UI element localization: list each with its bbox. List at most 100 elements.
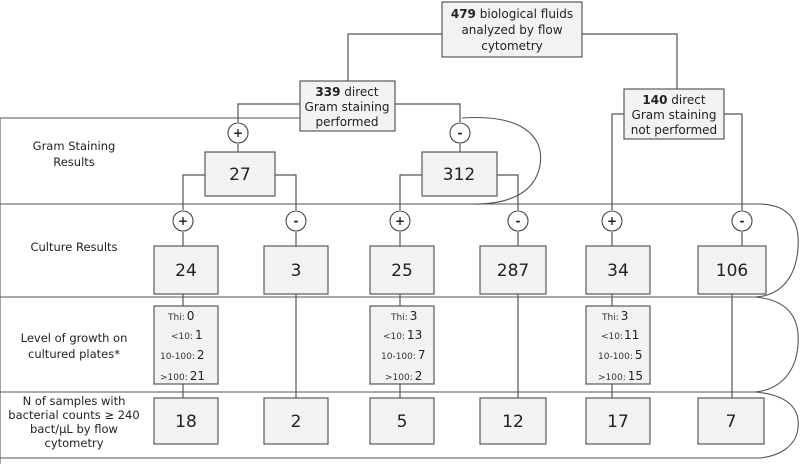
node-gram-performed: 339 direct Gram staining performed [299, 80, 396, 132]
culture-sign-3: + [389, 210, 411, 232]
conn-312-minus [497, 174, 519, 210]
svg-text:106: 106 [716, 261, 748, 281]
culture-node-1: 24 [153, 245, 219, 295]
svg-text:Thi:3: Thi:3 [601, 309, 628, 323]
svg-text:cultured plates*: cultured plates* [28, 347, 120, 361]
svg-text:18: 18 [175, 412, 197, 432]
svg-text:<10:13: <10:13 [383, 328, 422, 342]
svg-text:+: + [607, 214, 617, 228]
svg-text:-: - [740, 214, 745, 228]
conn-312-plus [399, 174, 422, 210]
culture-node-4: 287 [479, 245, 547, 295]
svg-text:>100:2: >100:2 [385, 369, 422, 383]
svg-text:-: - [516, 214, 521, 228]
svg-text:+: + [395, 214, 405, 228]
conn-339-minus [395, 103, 461, 122]
svg-text:>100:21: >100:21 [160, 369, 205, 383]
row-label-counts: N of samples with bacterial counts ≥ 240… [8, 394, 139, 450]
row-label-growth: Level of growth on cultured plates* [21, 331, 128, 361]
svg-text:cytometry: cytometry [481, 39, 543, 53]
culture-sign-6: - [731, 210, 753, 232]
conn-140-minus [718, 113, 743, 210]
culture-node-6: 106 [697, 245, 767, 295]
conn-top-left [347, 33, 442, 81]
gram-result-negative: 312 [421, 151, 498, 197]
svg-text:Gram staining: Gram staining [632, 108, 717, 122]
node-gram-not-performed: 140 direct Gram staining not performed [623, 88, 725, 140]
svg-text:Culture Results: Culture Results [30, 240, 117, 254]
svg-text:Gram Staining: Gram Staining [33, 139, 116, 153]
count-node-3: 5 [369, 397, 435, 445]
svg-text:>100:15: >100:15 [598, 369, 643, 383]
svg-text:2: 2 [291, 412, 302, 432]
svg-text:not performed: not performed [631, 123, 717, 137]
conn-27-plus [182, 174, 205, 210]
row-label-culture: Culture Results [30, 240, 117, 254]
gram-result-positive: 27 [204, 151, 276, 197]
svg-text:7: 7 [726, 412, 737, 432]
connectors [182, 33, 743, 398]
svg-text:-: - [294, 214, 299, 228]
svg-text:Level of growth on: Level of growth on [21, 331, 128, 345]
svg-text:<10:11: <10:11 [601, 328, 639, 342]
conn-27-minus [275, 174, 297, 210]
svg-text:10-100:7: 10-100:7 [381, 348, 426, 362]
svg-text:analyzed by flow: analyzed by flow [461, 23, 562, 37]
count-node-2: 2 [263, 397, 329, 445]
svg-text:24: 24 [175, 261, 197, 281]
svg-text:25: 25 [391, 261, 413, 281]
growth-node-3: Thi:3 <10:11 10-100:5 >100:15 [585, 305, 651, 385]
svg-text:cytometry: cytometry [45, 436, 104, 450]
count-node-6: 7 [697, 397, 765, 445]
growth-node-2: Thi:3 <10:13 10-100:7 >100:2 [369, 305, 435, 385]
culture-signs: + - + - + - [172, 210, 753, 232]
svg-text:140 direct: 140 direct [642, 93, 705, 107]
svg-text:12: 12 [502, 412, 524, 432]
gram-sign-minus: - [449, 122, 471, 144]
svg-text:312: 312 [443, 165, 475, 185]
svg-text:3: 3 [291, 261, 302, 281]
svg-text:N of samples with: N of samples with [23, 394, 126, 408]
gram-sign-plus: + [227, 122, 249, 144]
svg-text:bacterial counts ≥ 240: bacterial counts ≥ 240 [8, 408, 139, 422]
band-growth-curve [754, 296, 799, 393]
row-label-gram: Gram Staining Results [33, 139, 116, 169]
row-bands [0, 116, 799, 464]
culture-sign-1: + [172, 210, 194, 232]
svg-text:+: + [178, 214, 188, 228]
svg-text:Results: Results [53, 155, 95, 169]
svg-text:34: 34 [607, 261, 629, 281]
svg-text:Thi:3: Thi:3 [390, 309, 417, 323]
node-total: 479 biological fluids analyzed by flow c… [441, 1, 583, 58]
culture-node-5: 34 [585, 245, 651, 295]
svg-text:performed: performed [316, 115, 379, 129]
svg-text:17: 17 [607, 412, 629, 432]
culture-node-2: 3 [263, 245, 329, 295]
svg-text:<10:1: <10:1 [171, 328, 203, 342]
count-node-4: 12 [479, 397, 547, 445]
svg-text:27: 27 [229, 165, 251, 185]
count-nodes: 18 2 5 12 17 7 [153, 397, 765, 445]
svg-text:+: + [233, 126, 243, 140]
count-node-5: 17 [585, 397, 651, 445]
band-culture-curve [754, 203, 799, 298]
svg-text:339 direct: 339 direct [315, 85, 378, 99]
culture-sign-5: + [601, 210, 623, 232]
svg-text:Gram staining: Gram staining [305, 100, 390, 114]
svg-text:bact/µL by flow: bact/µL by flow [30, 422, 118, 436]
culture-sign-2: - [285, 210, 307, 232]
count-node-1: 18 [153, 397, 219, 445]
svg-text:5: 5 [397, 412, 408, 432]
svg-text:-: - [458, 126, 463, 140]
band-gram-curve [461, 116, 542, 205]
conn-top-right [582, 33, 678, 89]
svg-text:10-100:5: 10-100:5 [598, 348, 643, 362]
band-counts-curve [754, 391, 799, 459]
culture-sign-4: - [507, 210, 529, 232]
conn-339-plus [237, 103, 300, 122]
svg-text:287: 287 [497, 261, 529, 281]
culture-results: 24 3 25 287 34 106 [153, 245, 767, 295]
svg-text:Thi:0: Thi:0 [167, 309, 194, 323]
culture-node-3: 25 [369, 245, 435, 295]
